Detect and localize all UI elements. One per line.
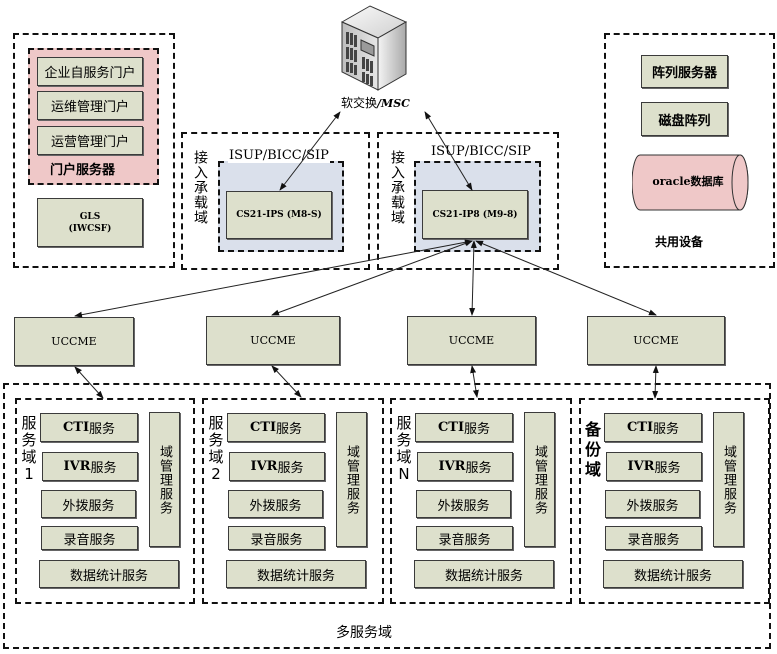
access-domain-2-label: 接入承载域	[389, 150, 405, 225]
outbound-service[interactable]: 外拨服务	[228, 490, 323, 518]
recording-service[interactable]: 录音服务	[228, 526, 325, 550]
ivr-label: IVR	[63, 459, 91, 474]
cti-suffix: 服务	[464, 422, 491, 437]
cti-label: CTI	[437, 420, 465, 435]
cti-label: CTI	[249, 420, 277, 435]
service-domain-4	[579, 398, 770, 604]
gls-sub-label: (IWCSF)	[68, 223, 112, 234]
gls-node[interactable]: GLS (IWCSF)	[37, 198, 143, 247]
softswitch-label: 软交换/MSC	[341, 94, 410, 111]
ivr-suffix: 服务	[465, 461, 492, 476]
recording-service[interactable]: 录音服务	[605, 526, 702, 550]
outbound-service[interactable]: 外拨服务	[41, 490, 136, 518]
service-domain-label-char: 域	[21, 448, 37, 466]
ivr-suffix: 服务	[277, 461, 304, 476]
data-statistics-service[interactable]: 数据统计服务	[39, 560, 179, 588]
service-domain-label-char: 务	[21, 431, 37, 449]
service-domain-label-char: 域	[208, 448, 224, 466]
service-domain-label-char: 域	[396, 448, 412, 466]
softswitch-label-cn: 软交换	[341, 96, 378, 110]
shared-equipment-group	[604, 33, 775, 268]
shared-equipment-caption: 共用设备	[655, 235, 704, 249]
uccme-4[interactable]: UCCME	[587, 316, 725, 365]
service-domain-label-char: 域	[584, 460, 601, 479]
data-statistics-service[interactable]: 数据统计服务	[603, 560, 743, 588]
service-domain-label-char: 份	[584, 440, 601, 459]
domain-management-service[interactable]: 域管理服务	[524, 412, 555, 547]
uccme-1[interactable]: UCCME	[14, 317, 134, 366]
ivr-label: IVR	[250, 459, 278, 474]
database-cylinder-icon	[632, 154, 749, 211]
cti-suffix: 服务	[89, 422, 116, 437]
access-node-1[interactable]: CS21-IPS (M8-S)	[226, 191, 332, 239]
service-domain-label-char: 服	[21, 414, 37, 432]
portal-ops-maintenance[interactable]: 运维管理门户	[37, 91, 143, 120]
uccme-3[interactable]: UCCME	[407, 316, 536, 365]
recording-service[interactable]: 录音服务	[41, 526, 138, 550]
uccme-2[interactable]: UCCME	[206, 316, 340, 365]
service-domain-1	[15, 398, 195, 604]
service-domain-2	[202, 398, 384, 604]
service-domain-label-char: 2	[211, 465, 221, 483]
access-node-2[interactable]: CS21-IP8 (M9-8)	[422, 190, 528, 239]
service-domain-label-char: 服	[208, 414, 224, 432]
outbound-service[interactable]: 外拨服务	[605, 490, 700, 518]
portal-server-label: 门户服务器	[50, 163, 116, 178]
cti-label: CTI	[62, 420, 90, 435]
oracle-database[interactable]: oracle数据库	[632, 154, 756, 211]
domain-management-service[interactable]: 域管理服务	[149, 412, 180, 547]
ivr-label: IVR	[438, 459, 466, 474]
domain-management-service[interactable]: 域管理服务	[336, 412, 367, 547]
server-icon	[340, 5, 408, 91]
softswitch-server[interactable]	[336, 2, 416, 94]
ivr-label: IVR	[627, 459, 655, 474]
multi-service-domain	[3, 383, 771, 649]
domain-management-service[interactable]: 域管理服务	[713, 412, 744, 547]
gls-label: GLS	[79, 211, 101, 222]
array-server[interactable]: 阵列服务器	[641, 55, 728, 88]
service-domain-label-char: 务	[396, 431, 412, 449]
multi-service-domain-label: 多服务域	[336, 625, 392, 641]
service-domain-3	[390, 398, 572, 604]
service-domain-label-char: 备	[584, 420, 601, 439]
service-domain-label-char: 服	[396, 414, 412, 432]
access-domain-1-protocol: ISUP/BICC/SIP	[228, 148, 330, 163]
oracle-database-label: oracle数据库	[652, 175, 724, 188]
ivr-suffix: 服务	[654, 461, 681, 476]
service-domain-4-label: 备份域	[584, 420, 602, 480]
service-domain-label-char: N	[398, 465, 410, 483]
portal-operation-management[interactable]: 运营管理门户	[37, 126, 143, 155]
cti-suffix: 服务	[276, 422, 303, 437]
disk-array[interactable]: 磁盘阵列	[641, 102, 728, 136]
outbound-service[interactable]: 外拨服务	[416, 490, 511, 518]
ivr-suffix: 服务	[90, 461, 117, 476]
access-domain-2-protocol: ISUP/BICC/SIP	[431, 144, 531, 159]
data-statistics-service[interactable]: 数据统计服务	[414, 560, 554, 588]
softswitch-label-en: /MSC	[377, 97, 410, 110]
service-domain-label-char: 务	[208, 431, 224, 449]
portal-enterprise-self-service[interactable]: 企业自服务门户	[37, 57, 143, 86]
data-statistics-service[interactable]: 数据统计服务	[226, 560, 366, 588]
access-domain-1-label: 接入承载域	[192, 150, 208, 225]
cti-label: CTI	[626, 420, 654, 435]
cti-suffix: 服务	[653, 422, 680, 437]
recording-service[interactable]: 录音服务	[416, 526, 513, 550]
service-domain-label-char: 1	[24, 465, 34, 483]
